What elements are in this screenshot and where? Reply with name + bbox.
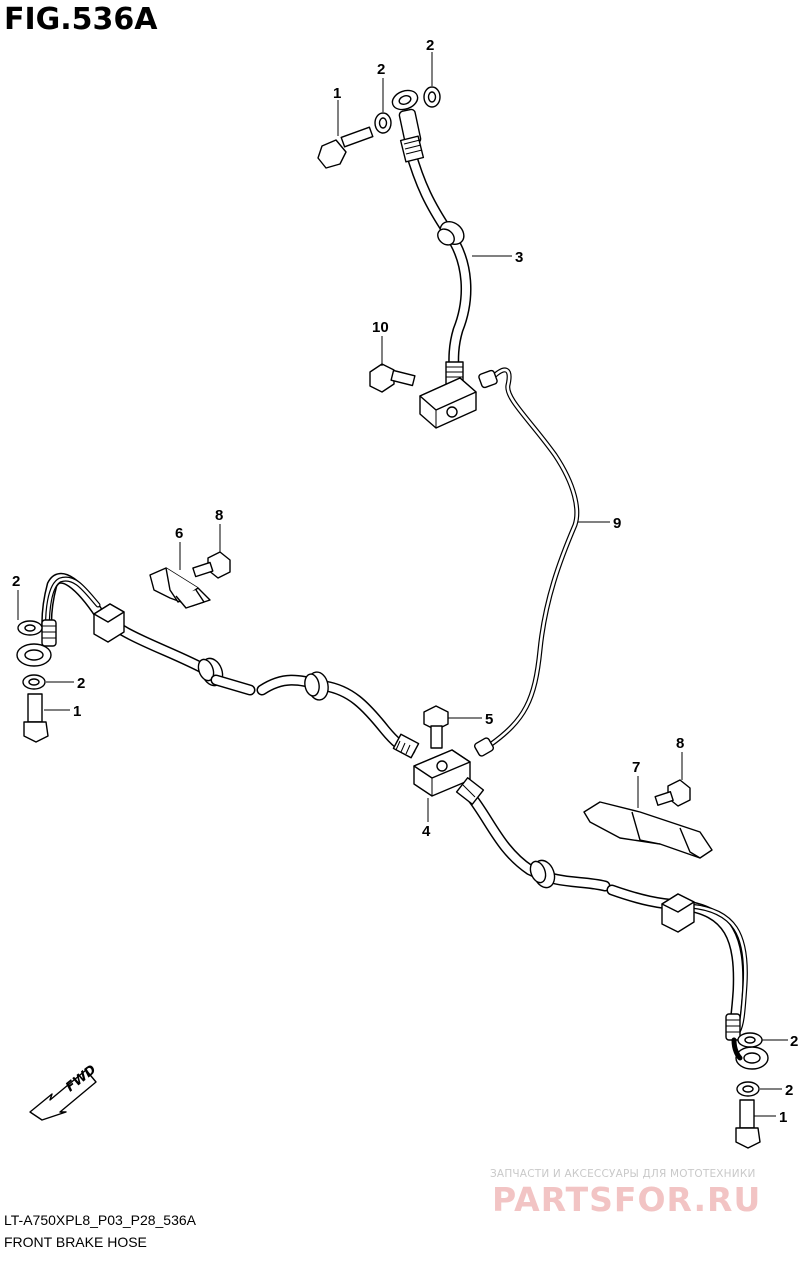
washer-left-b [22, 674, 46, 690]
fwd-arrow-icon: FWD [29, 1062, 99, 1121]
leader-lines [17, 52, 788, 1117]
bolt-8-left [192, 551, 231, 579]
union-bolt-left [23, 693, 49, 743]
left-front-brake-hose [16, 572, 256, 696]
bolt-5 [423, 705, 449, 749]
watermark-tagline: ЗАПЧАСТИ И АКСЕССУАРЫ ДЛЯ МОТОТЕХНИКИ [490, 1168, 756, 1180]
callout-10: 10 [372, 319, 389, 336]
washer-top-b [423, 86, 441, 108]
bolt-8-right [654, 779, 691, 807]
union-bolt-top [317, 126, 374, 169]
clamp-6 [149, 567, 211, 609]
callout-9: 9 [613, 515, 621, 532]
figure-title: FIG.536A [4, 2, 158, 37]
lower-joint-block [413, 749, 471, 797]
upper-brake-hose [391, 89, 472, 385]
callout-2: 2 [12, 573, 20, 590]
middle-brake-hose [256, 671, 420, 759]
callout-2: 2 [77, 675, 85, 692]
callout-numbers: 2 2 1 3 10 9 6 8 2 2 1 5 4 8 7 2 2 1 [12, 37, 798, 1126]
washer-right-b [736, 1081, 760, 1097]
callout-6: 6 [175, 525, 183, 542]
callout-1: 1 [333, 85, 341, 102]
callout-8: 8 [676, 735, 684, 752]
model-code: LT-A750XPL8_P03_P28_536A [4, 1212, 197, 1228]
bolt-10 [369, 363, 416, 393]
callout-2: 2 [790, 1033, 798, 1050]
callout-5: 5 [485, 711, 493, 728]
callout-2: 2 [785, 1082, 793, 1099]
upper-joint-block [419, 377, 477, 429]
washer-top-a [374, 112, 392, 134]
callout-2: 2 [426, 37, 434, 54]
clamp-7 [583, 801, 713, 859]
callout-8: 8 [215, 507, 223, 524]
brake-pipe [473, 367, 580, 757]
callout-7: 7 [632, 759, 640, 776]
washer-right-a [737, 1032, 763, 1048]
watermark-brand: PARTSFOR.RU [492, 1180, 762, 1219]
right-front-brake-hose [455, 777, 769, 1070]
callout-3: 3 [515, 249, 523, 266]
callout-1: 1 [73, 703, 81, 720]
union-bolt-right [735, 1099, 761, 1149]
callout-2: 2 [377, 61, 385, 78]
figure-name: FRONT BRAKE HOSE [4, 1234, 147, 1250]
callout-4: 4 [422, 823, 431, 840]
callout-1: 1 [779, 1109, 787, 1126]
washer-left-a [17, 620, 43, 636]
